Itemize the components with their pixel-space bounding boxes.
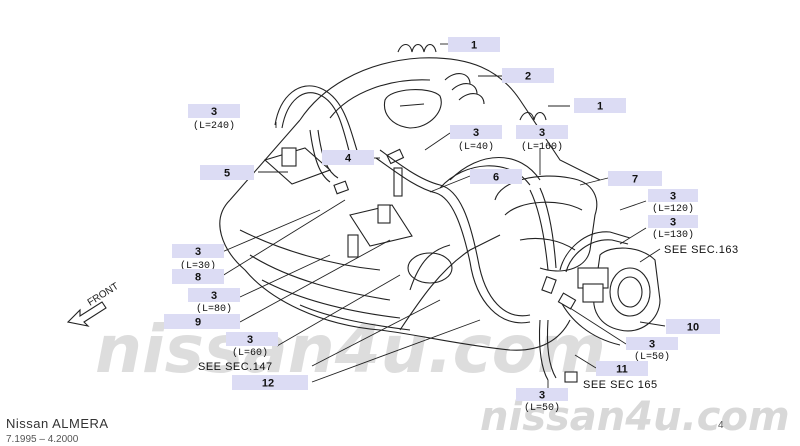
callout-number: 3 xyxy=(211,290,217,302)
callout-number: 5 xyxy=(224,168,230,180)
callout-number: 3 xyxy=(670,217,676,229)
callout-number: 11 xyxy=(616,364,628,376)
see-sec-147[interactable]: SEE SEC.147 xyxy=(198,361,273,373)
callout-number: 3 xyxy=(247,334,253,346)
callout-length: (L=60) xyxy=(232,347,268,359)
callout-number: 2 xyxy=(525,71,531,83)
callout-number: 3 xyxy=(211,106,217,118)
callouts: 1 2 1 3 (L=240) 3 (L=40) 3 (L=160) xyxy=(164,37,720,414)
callout-hose-3-l50-right[interactable]: 3 (L=50) xyxy=(626,337,678,363)
callout-hose-3-l30[interactable]: 3 (L=30) xyxy=(172,244,224,272)
engine-drawing xyxy=(219,43,661,383)
see-sec-165[interactable]: SEE SEC 165 xyxy=(583,379,658,391)
model-name: Nissan ALMERA xyxy=(6,416,109,431)
callout-part-7[interactable]: 7 xyxy=(608,171,662,186)
callout-number: 3 xyxy=(195,246,201,258)
callout-length: (L=120) xyxy=(652,203,694,215)
callout-number: 3 xyxy=(670,191,676,203)
callout-number: 3 xyxy=(539,390,545,402)
see-sec-163[interactable]: SEE SEC.163 xyxy=(664,244,739,256)
callout-number: 1 xyxy=(471,40,477,52)
callout-length: (L=40) xyxy=(458,141,494,153)
callout-hose-3-l240[interactable]: 3 (L=240) xyxy=(188,104,240,132)
callout-hose-3-l120[interactable]: 3 (L=120) xyxy=(648,189,698,215)
callout-length: (L=240) xyxy=(193,120,235,132)
callout-part-11[interactable]: 11 xyxy=(596,361,648,376)
callout-part-1-top[interactable]: 1 xyxy=(448,37,500,52)
callout-number: 1 xyxy=(597,101,603,113)
callout-length: (L=50) xyxy=(524,402,560,414)
callout-part-6[interactable]: 6 xyxy=(470,169,522,184)
callout-part-5[interactable]: 5 xyxy=(200,165,254,180)
callout-part-9[interactable]: 9 xyxy=(164,314,240,329)
callout-part-12[interactable]: 12 xyxy=(232,375,308,390)
front-arrow-icon xyxy=(66,301,107,327)
callout-hose-3-l60[interactable]: 3 (L=60) xyxy=(226,332,278,359)
callout-part-1-right[interactable]: 1 xyxy=(574,98,626,113)
callout-hose-3-l40[interactable]: 3 (L=40) xyxy=(450,125,502,153)
model-years: 7.1995 – 4.2000 xyxy=(6,434,79,445)
callout-length: (L=160) xyxy=(521,141,563,153)
callout-hose-3-l80[interactable]: 3 (L=80) xyxy=(188,288,240,315)
callout-number: 8 xyxy=(195,272,201,284)
watermark-corner: nissan4u.com xyxy=(480,394,790,440)
section-references: SEE SEC.163 SEE SEC.147 SEE SEC 165 xyxy=(198,244,739,391)
callout-number: 3 xyxy=(539,127,545,139)
callout-number: 9 xyxy=(195,317,201,329)
callout-number: 7 xyxy=(632,174,638,186)
callout-number: 3 xyxy=(649,339,655,351)
callout-number: 6 xyxy=(493,172,499,184)
callout-length: (L=80) xyxy=(196,303,232,315)
page-mark: 4 xyxy=(718,420,724,431)
callout-length: (L=130) xyxy=(652,229,694,241)
callout-length: (L=50) xyxy=(634,351,670,363)
callout-number: 12 xyxy=(262,378,274,390)
hose-lines xyxy=(274,85,631,381)
callout-part-10[interactable]: 10 xyxy=(666,319,720,334)
callout-part-2[interactable]: 2 xyxy=(502,68,554,83)
callout-part-4[interactable]: 4 xyxy=(322,150,374,165)
leader-lines xyxy=(221,43,666,390)
callout-hose-3-l50-bottom[interactable]: 3 (L=50) xyxy=(516,388,568,414)
callout-number: 3 xyxy=(473,127,479,139)
callout-number: 10 xyxy=(687,322,699,334)
callout-hose-3-l130[interactable]: 3 (L=130) xyxy=(648,215,698,241)
callout-hose-3-l160[interactable]: 3 (L=160) xyxy=(516,125,568,153)
callout-number: 4 xyxy=(345,153,352,165)
callout-part-8[interactable]: 8 xyxy=(172,269,224,284)
